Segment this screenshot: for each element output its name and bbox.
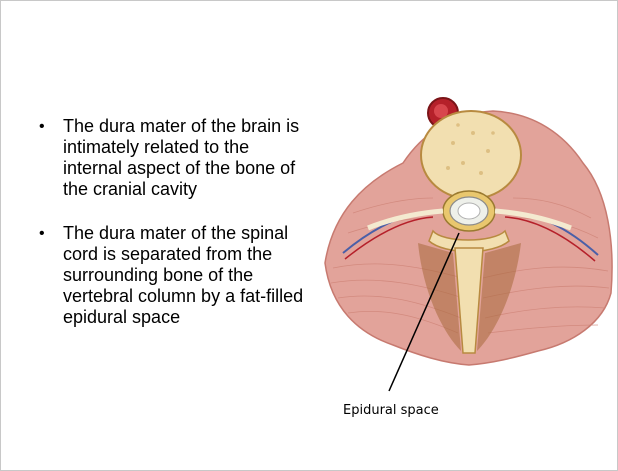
spinal-cross-section-illustration [324,97,613,392]
spinous-process [454,247,484,354]
bullet-icon: • [39,118,45,135]
muscle-tissue [324,110,613,366]
pointer-line [388,232,460,392]
lateral-vessel [504,216,596,262]
bullet-item: • The dura mater of the spinal cord is s… [37,223,307,328]
lateral-vessel [344,216,434,260]
bullet-text: The dura mater of the spinal cord is sep… [63,223,304,327]
nerve-root [367,208,444,231]
bullet-icon: • [39,225,45,242]
vertebral-lamina [428,229,510,253]
bullet-item: • The dura mater of the brain is intimat… [37,116,307,200]
spinal-cord [457,202,481,220]
vertebral-body [420,110,522,200]
bullet-text: The dura mater of the brain is intimatel… [63,116,300,199]
nerve-root [494,208,572,231]
figure-caption: Epidural space [343,403,439,418]
bullet-list: • The dura mater of the brain is intimat… [37,116,307,328]
